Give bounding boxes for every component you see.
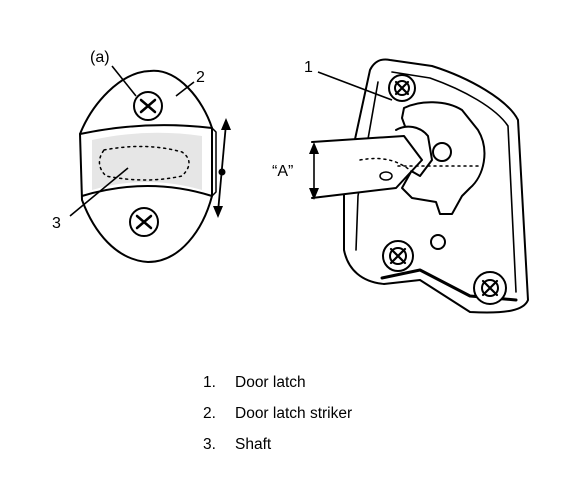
legend-item: 1. Door latch (203, 372, 352, 403)
door-latch (309, 58, 529, 314)
parts-legend: 1. Door latch 2. Door latch striker 3. Shaf… (203, 372, 352, 465)
legend-number: 2. (203, 405, 216, 422)
legend-number: 1. (203, 374, 216, 391)
legend-item: 2. Door latch striker (203, 403, 352, 434)
legend-label: Shaft (235, 436, 272, 453)
door-latch-striker (79, 69, 231, 263)
dimension-label-a: “A” (272, 163, 293, 180)
leader-1 (317, 71, 393, 101)
callout-a: (a) (90, 49, 110, 66)
callout-1: 1 (304, 59, 313, 76)
legend-label: Door latch striker (235, 405, 353, 422)
striker-leader-lines (69, 65, 195, 217)
callout-3: 3 (52, 215, 61, 232)
callout-2: 2 (196, 69, 205, 86)
legend-item: 3. Shaft (203, 434, 352, 465)
leader-3 (69, 167, 129, 217)
leader-a (111, 65, 137, 97)
leader-2 (175, 81, 195, 97)
legend-number: 3. (203, 436, 216, 453)
legend-label: Door latch (235, 374, 306, 391)
